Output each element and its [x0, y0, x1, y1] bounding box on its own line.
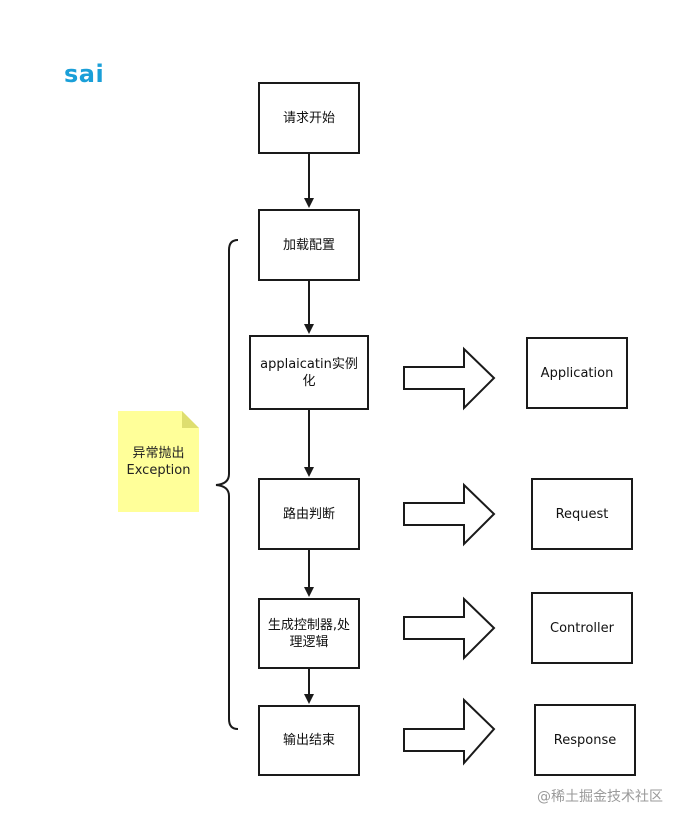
node-request-start: 请求开始 [258, 82, 360, 154]
block-arrow-application [403, 346, 496, 411]
component-response: Response [534, 704, 636, 776]
exception-note: 异常抛出Exception [118, 411, 199, 512]
component-application: Application [526, 337, 628, 409]
component-controller: Controller [531, 592, 633, 664]
exception-brace [215, 239, 239, 730]
diagram-title: sai [64, 60, 105, 88]
block-arrow-request [403, 482, 496, 547]
note-fold-corner [182, 411, 199, 428]
node-load-config: 加载配置 [258, 209, 360, 281]
exception-note-text: 异常抛出Exception [126, 445, 191, 478]
component-request: Request [531, 478, 633, 550]
node-controller-logic: 生成控制器,处理逻辑 [258, 598, 360, 669]
block-arrow-controller [403, 596, 496, 661]
node-routing: 路由判断 [258, 478, 360, 550]
block-arrow-response [403, 697, 496, 766]
node-output-end: 输出结束 [258, 705, 360, 776]
watermark: @稀土掘金技术社区 [537, 789, 663, 805]
node-app-instance: applaicatin实例化 [249, 335, 369, 410]
